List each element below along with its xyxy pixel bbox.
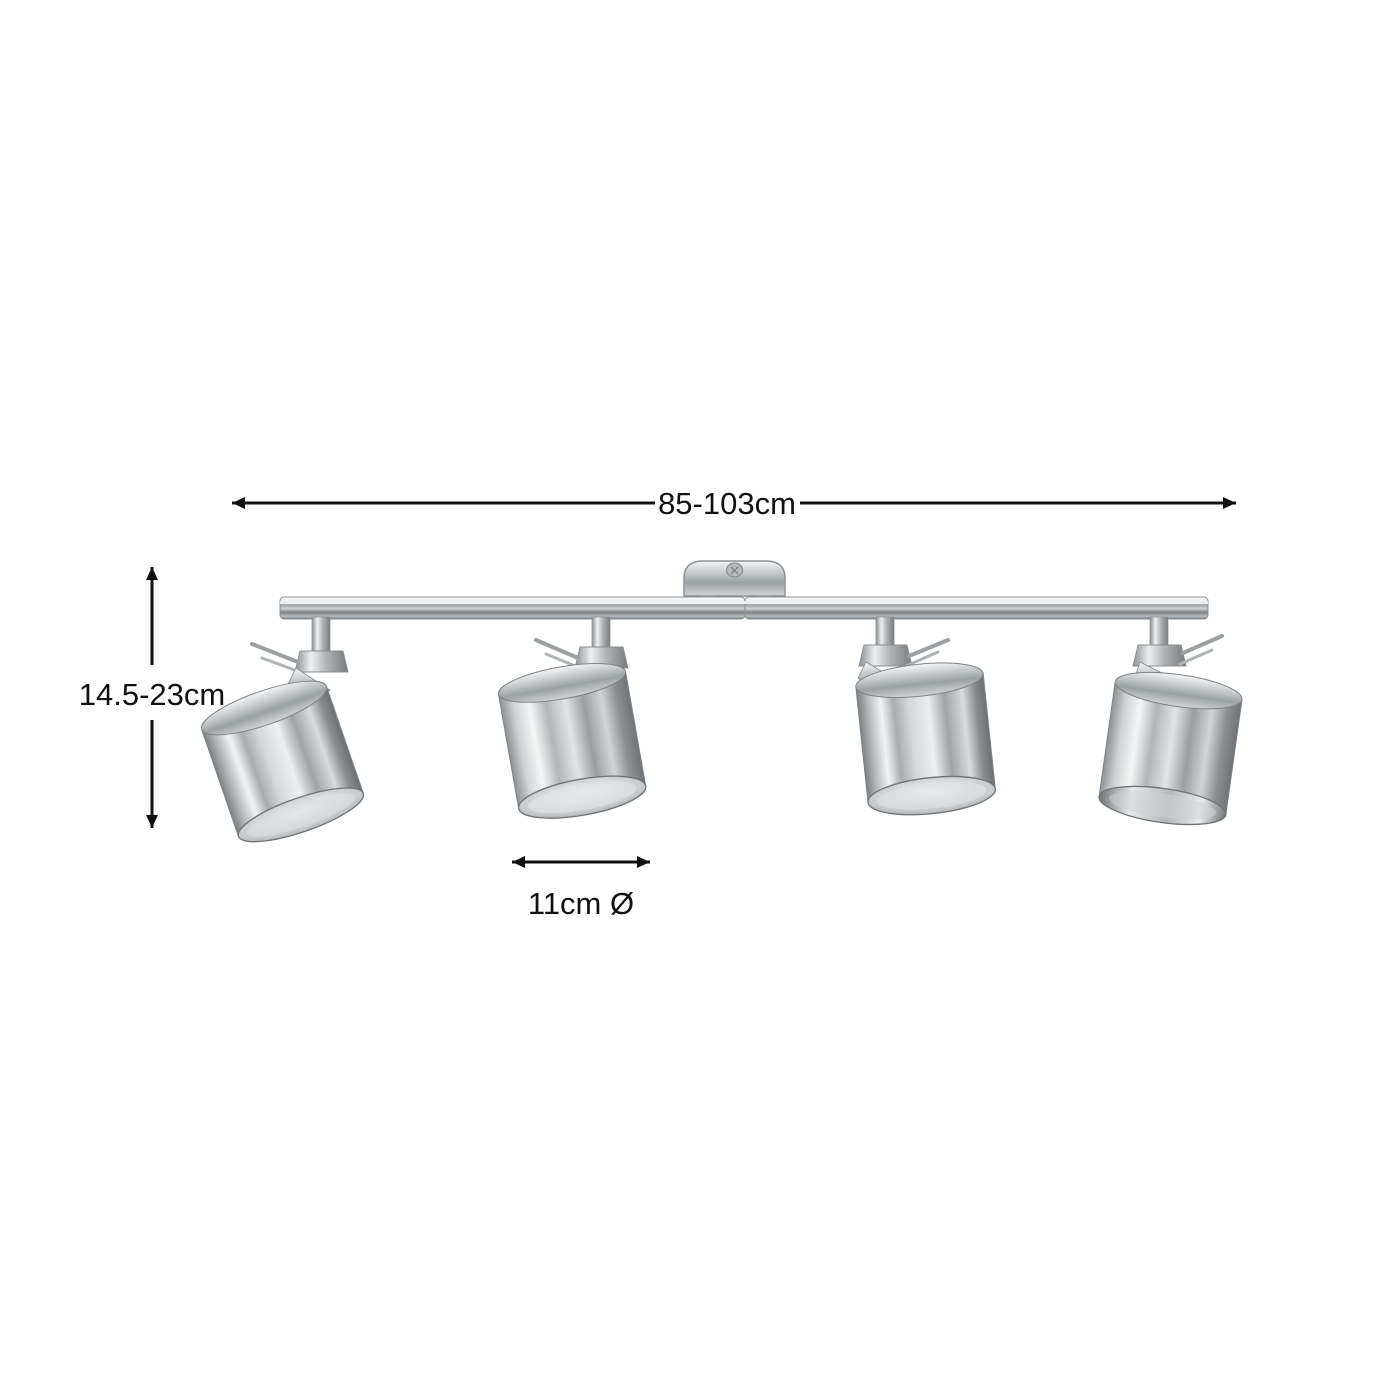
spotlight-bar (279, 596, 1209, 620)
dimension-height: 14.5-23cm (79, 567, 225, 828)
dimension-width: 85-103cm (232, 486, 1236, 521)
spot-light-3 (855, 616, 996, 816)
spot-light-1 (200, 616, 365, 843)
dimension-height-label: 14.5-23cm (79, 677, 225, 712)
dimension-shade-diameter: 11cm Ø (512, 856, 650, 921)
dimension-width-label: 85-103cm (658, 486, 796, 521)
spot-light-2 (497, 616, 647, 819)
dimension-shade-diameter-label: 11cm Ø (528, 886, 634, 921)
spot-light-4 (1098, 616, 1243, 826)
